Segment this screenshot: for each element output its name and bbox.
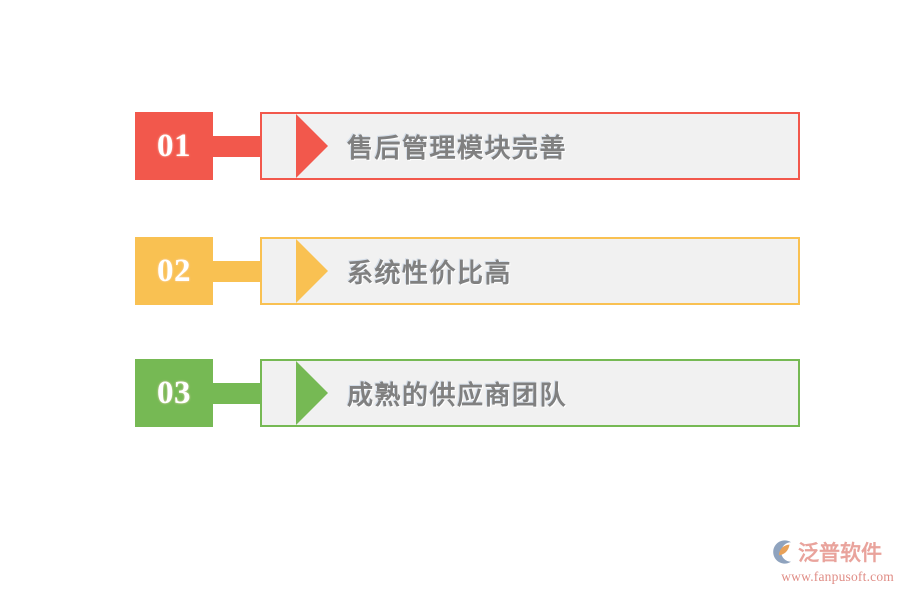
arrow-head-icon-1 <box>296 112 328 180</box>
number-block-2: 02 <box>135 237 213 305</box>
arrow-row-2: 02 系统性价比高 <box>135 237 800 305</box>
number-block-1: 01 <box>135 112 213 180</box>
brand-url: www.fanpusoft.com <box>781 569 894 584</box>
arrow-row-3: 03 成熟的供应商团队 <box>135 359 800 427</box>
arrow-head-icon-3 <box>296 359 328 427</box>
fanpu-logo-icon <box>768 538 796 566</box>
brand-name: 泛普软件 <box>798 541 882 565</box>
brand-watermark-row: 泛普软件 <box>768 536 894 568</box>
row-number-1: 01 <box>157 127 191 164</box>
row-label-3: 成熟的供应商团队 <box>347 380 568 411</box>
row-label-1: 售后管理模块完善 <box>347 133 568 164</box>
content-panel-2 <box>260 237 800 305</box>
row-number-3: 03 <box>157 374 191 411</box>
content-panel-3 <box>260 359 800 427</box>
arrow-head-icon-2 <box>296 237 328 305</box>
row-number-2: 02 <box>157 252 191 289</box>
brand-watermark: 泛普软件 www.fanpusoft.com <box>768 536 894 586</box>
content-panel-1 <box>260 112 800 180</box>
arrow-row-1: 01 售后管理模块完善 <box>135 112 800 180</box>
row-label-2: 系统性价比高 <box>347 258 513 289</box>
number-block-3: 03 <box>135 359 213 427</box>
